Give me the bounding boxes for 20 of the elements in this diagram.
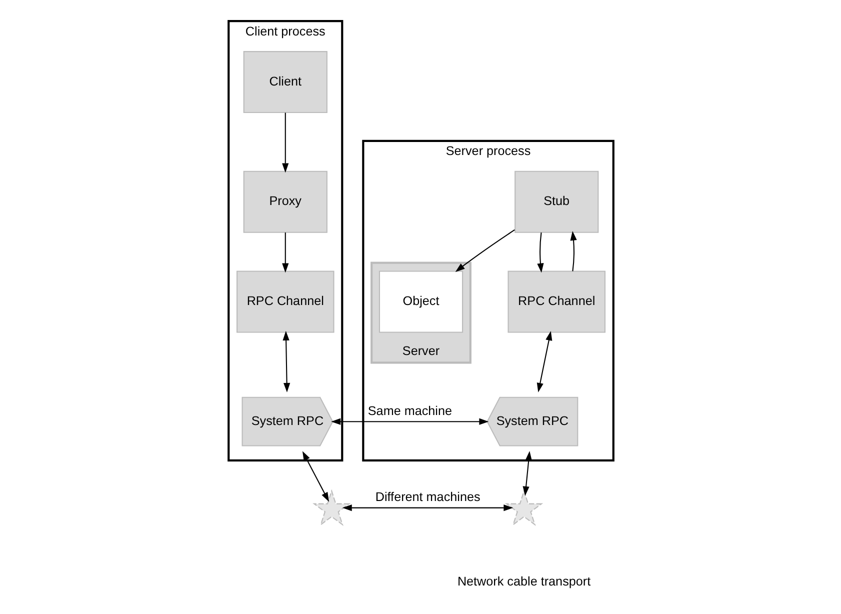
node-box: Client [242, 51, 327, 114]
arrow [536, 232, 544, 273]
node-box: RPC Channel [236, 270, 334, 333]
arrow [282, 232, 288, 273]
arrow [282, 112, 288, 173]
label: Network cable transport [456, 574, 590, 589]
edge-label: Different machines [374, 490, 480, 504]
node-box: Object [378, 270, 463, 333]
node-box: RPC Channel [507, 270, 605, 333]
arrow [282, 330, 290, 392]
edge-label: Same machine [367, 404, 452, 418]
arrow [536, 330, 552, 392]
node-box: Proxy [242, 170, 327, 233]
arrow [522, 450, 532, 496]
node-box: Stub [514, 170, 598, 233]
arrow [330, 418, 488, 425]
arrow [454, 229, 514, 272]
arrow [570, 230, 576, 272]
arrow [302, 451, 329, 502]
arrow [342, 504, 513, 512]
